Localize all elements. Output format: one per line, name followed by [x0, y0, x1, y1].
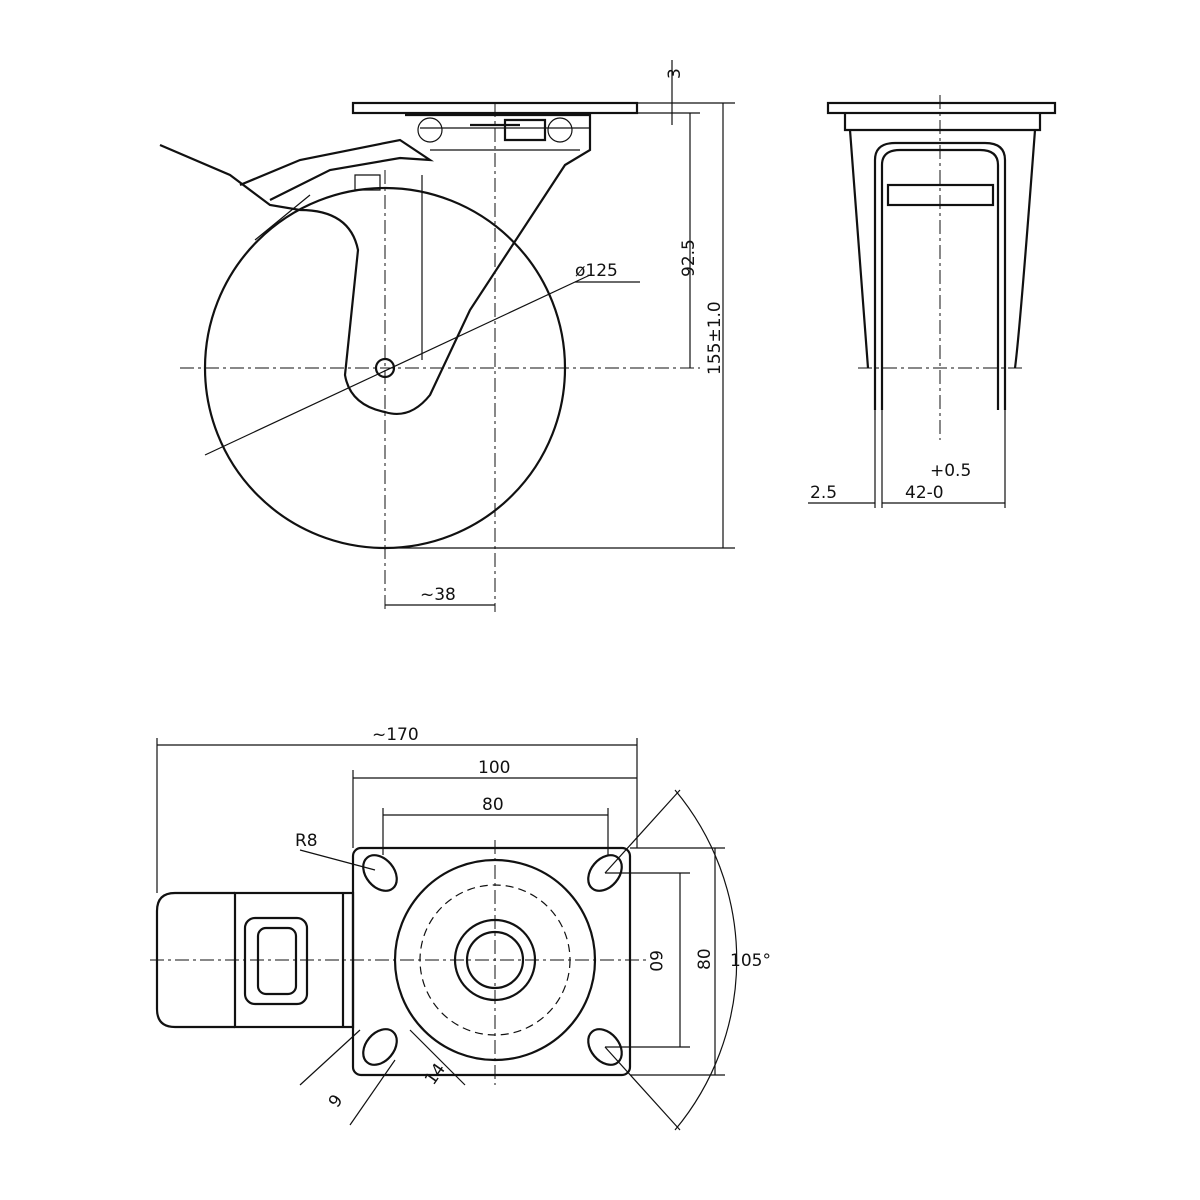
dim-wheel-diameter: ø125 — [575, 261, 618, 281]
dim-offset: ~38 — [420, 585, 456, 605]
dim-plate-thickness: 3 — [665, 68, 685, 79]
dim-width-tolerance: +0.5 — [930, 461, 971, 481]
dim-total-height: 155±1.0 — [705, 301, 725, 375]
dim-overall-length: ~170 — [372, 725, 419, 745]
dim-hole-spacing-x: 80 — [482, 795, 504, 815]
dim-corner-radius: R8 — [295, 831, 318, 851]
dim-hole-spacing-y: 60 — [645, 950, 665, 972]
dim-swivel-angle: 105° — [730, 951, 771, 971]
dim-slot-length: 14 — [421, 1060, 450, 1089]
top-view — [150, 738, 738, 1131]
front-view — [808, 95, 1057, 508]
dim-plate-width: 100 — [478, 758, 510, 778]
dim-wall-thickness: 2.5 — [810, 483, 837, 503]
dim-slot-width: 9 — [325, 1091, 348, 1111]
side-view — [159, 60, 735, 612]
dim-plate-height: 80 — [695, 948, 715, 970]
dim-fork-width: 42-0 — [905, 483, 944, 503]
dim-axle-height: 92.5 — [679, 239, 699, 277]
